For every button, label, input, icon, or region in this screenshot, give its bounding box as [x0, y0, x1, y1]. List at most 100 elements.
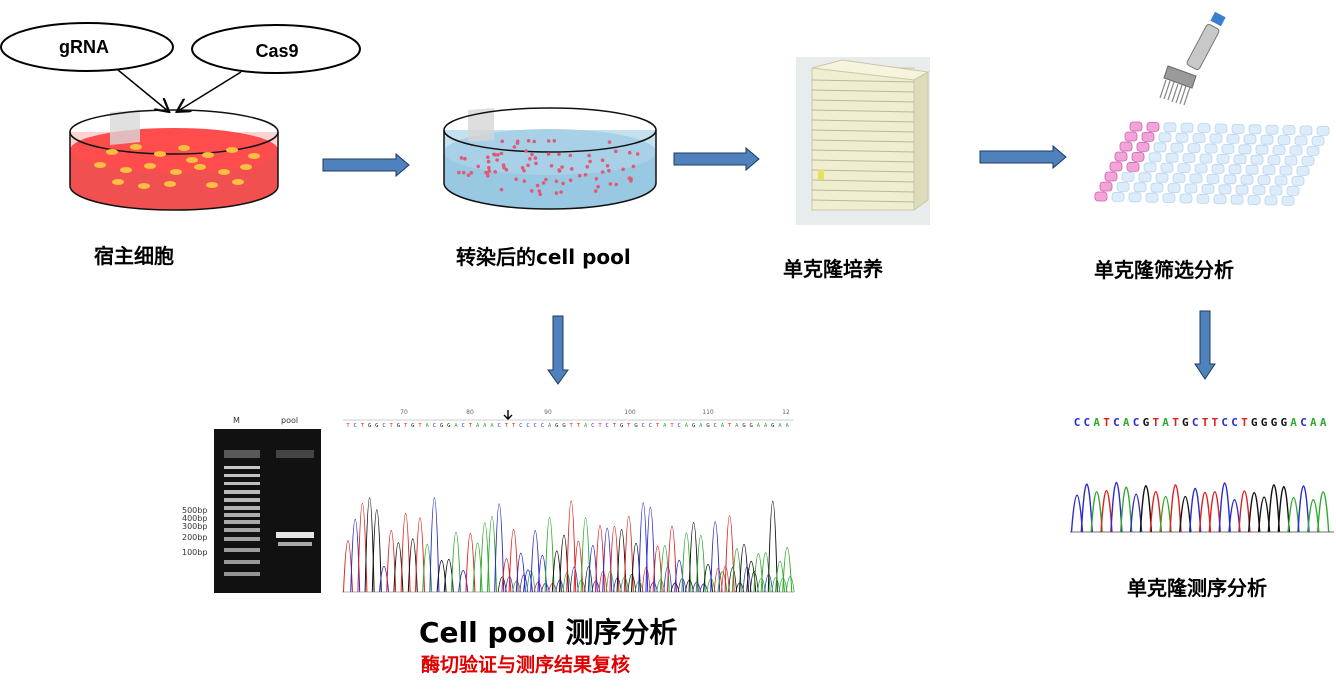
pool-peak — [767, 500, 778, 593]
well — [1267, 155, 1281, 166]
well — [1235, 184, 1249, 195]
well — [1216, 153, 1230, 164]
clone-peak — [1090, 491, 1103, 533]
pool-base-call: A — [663, 423, 667, 429]
well — [1180, 122, 1194, 133]
pool-base-call: G — [397, 423, 400, 429]
clone-base-call: G — [1143, 416, 1150, 429]
clone-base-call: A — [1290, 416, 1297, 429]
well — [1155, 172, 1169, 183]
pool-peak — [508, 528, 519, 593]
well — [1111, 191, 1125, 202]
pool-peak-secondary — [749, 570, 759, 593]
seq-tick-label: 12 — [782, 409, 790, 416]
pool-base-call: T — [577, 423, 581, 429]
well — [1214, 123, 1228, 134]
well — [1170, 142, 1184, 153]
well — [1136, 141, 1150, 152]
well — [1150, 182, 1164, 193]
gel-marker-200: 200bp — [182, 533, 208, 542]
well — [1201, 183, 1215, 194]
gel-marker-100: 100bp — [182, 548, 208, 557]
well — [1121, 171, 1135, 182]
clone-base-call: G — [1280, 416, 1287, 429]
pool-base-call: G — [440, 423, 443, 429]
clone-base-call: A — [1123, 416, 1130, 429]
arrow-culture-to-screen — [979, 144, 1067, 170]
well — [1238, 144, 1252, 155]
well — [1172, 173, 1186, 184]
pool-base-call: T — [598, 423, 602, 429]
clone-base-call: A — [1320, 416, 1327, 429]
arrow-pool-down — [547, 315, 569, 385]
well — [1206, 173, 1220, 184]
pool-base-call: G — [447, 423, 450, 429]
pool-base-call: A — [490, 423, 494, 429]
clone-peak — [1110, 481, 1123, 533]
well — [1104, 171, 1118, 182]
pool-peak-secondary — [713, 568, 723, 593]
well — [1247, 195, 1261, 206]
well — [1255, 144, 1269, 155]
pool-base-call: T — [418, 423, 422, 429]
well — [1274, 175, 1288, 186]
well — [1260, 134, 1274, 145]
clone-base-call: T — [1241, 416, 1248, 429]
pool-base-call: C — [382, 423, 385, 429]
well — [1248, 124, 1262, 135]
well — [1233, 154, 1247, 165]
clone-base-call: T — [1103, 416, 1110, 429]
pool-peak-secondary — [627, 574, 637, 593]
well — [1165, 152, 1179, 163]
well — [1158, 132, 1172, 143]
pool-peak — [688, 521, 699, 593]
well — [1277, 135, 1291, 146]
well — [1311, 135, 1325, 146]
clone-screen-label: 单克隆筛选分析 — [1094, 258, 1234, 282]
pool-peak — [710, 521, 721, 593]
well — [1286, 185, 1300, 196]
seq-tick-label: 100 — [624, 409, 636, 416]
well — [1269, 185, 1283, 196]
well — [1153, 142, 1167, 153]
well — [1099, 181, 1113, 192]
well — [1264, 195, 1278, 206]
pool-peak-secondary — [728, 567, 737, 593]
well — [1226, 133, 1240, 144]
clone-base-call: C — [1083, 416, 1090, 429]
pool-base-call: G — [620, 423, 623, 429]
clone-peak — [1070, 494, 1084, 533]
pool-peak — [580, 517, 591, 593]
pool-base-call: A — [483, 423, 487, 429]
well — [1221, 143, 1235, 154]
clone-peak — [1317, 491, 1330, 533]
stacked-plates-image — [796, 57, 930, 225]
pool-peak — [638, 502, 649, 593]
clone-base-call: A — [1162, 416, 1169, 429]
pool-peak — [623, 516, 634, 593]
host-cells-dots — [94, 144, 260, 189]
clone-peak — [1248, 492, 1261, 533]
well — [1124, 131, 1138, 142]
clone-peak — [1208, 491, 1221, 533]
well — [1306, 145, 1320, 156]
clone-base-call: T — [1202, 416, 1209, 429]
well — [1197, 123, 1211, 133]
pool-peak — [667, 525, 677, 593]
pool-peak — [364, 497, 375, 593]
gel-marker-300: 300bp — [182, 522, 208, 531]
pool-base-call: A — [454, 423, 458, 429]
well — [1262, 165, 1276, 176]
pool-base-call: T — [728, 423, 732, 429]
pool-base-call: T — [505, 423, 509, 429]
well — [1179, 193, 1193, 204]
well — [1218, 184, 1232, 195]
pool-base-call: C — [642, 423, 645, 429]
pool-peak — [386, 530, 397, 593]
pool-base-call: C — [519, 423, 522, 429]
pool-base-call: G — [411, 423, 414, 429]
well — [1209, 133, 1223, 144]
well — [1114, 151, 1128, 162]
host-dish — [69, 109, 279, 211]
clone-base-call: A — [1093, 416, 1100, 429]
